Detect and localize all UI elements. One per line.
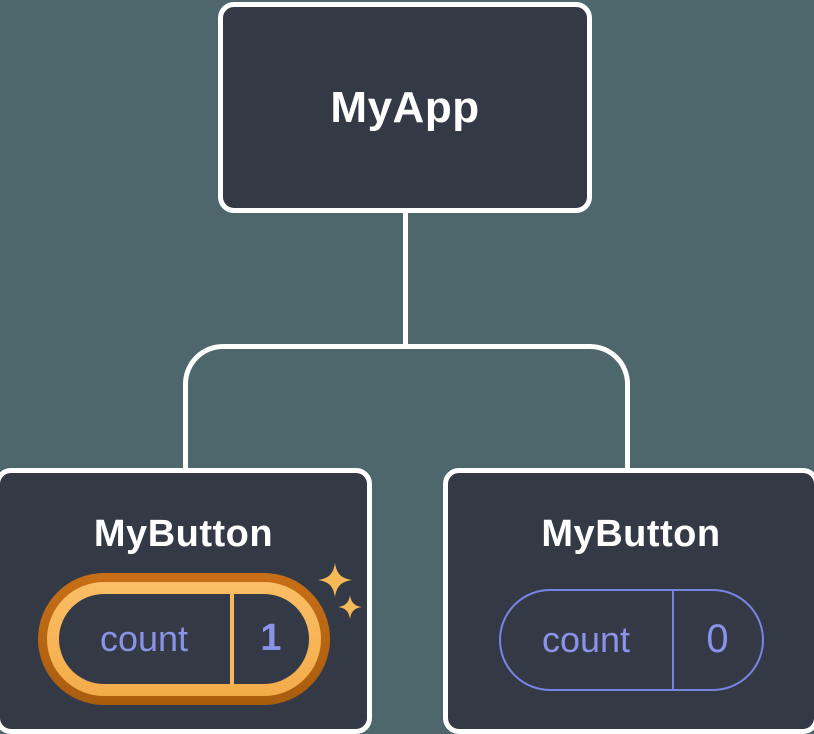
- state-key-label: count: [99, 617, 189, 659]
- count-pill-highlight-ring-inner: count 1: [46, 581, 321, 696]
- pill-divider: [671, 590, 674, 689]
- sparkle-icon-large: [318, 563, 352, 597]
- count-pill-plain: count 0: [498, 588, 764, 691]
- node-myapp-label: MyApp: [330, 82, 480, 132]
- node-mybutton-2-label: MyButton: [541, 513, 721, 555]
- sparkle-icon-small: [338, 595, 362, 619]
- state-value: 0: [706, 617, 729, 662]
- node-myapp: MyApp: [218, 2, 592, 213]
- count-pill-highlight-ring: count 1: [37, 572, 330, 705]
- count-pill-highlighted: count 1: [58, 593, 309, 684]
- connector-stem: [403, 210, 408, 348]
- connector-branch: [183, 344, 630, 474]
- pill-divider: [229, 593, 234, 684]
- node-mybutton-1-label: MyButton: [93, 513, 274, 555]
- node-mybutton-1: MyButton count 1: [0, 468, 372, 734]
- state-value: 1: [260, 617, 282, 660]
- state-key-label: count: [541, 618, 631, 660]
- node-mybutton-2: MyButton count 0: [443, 468, 814, 734]
